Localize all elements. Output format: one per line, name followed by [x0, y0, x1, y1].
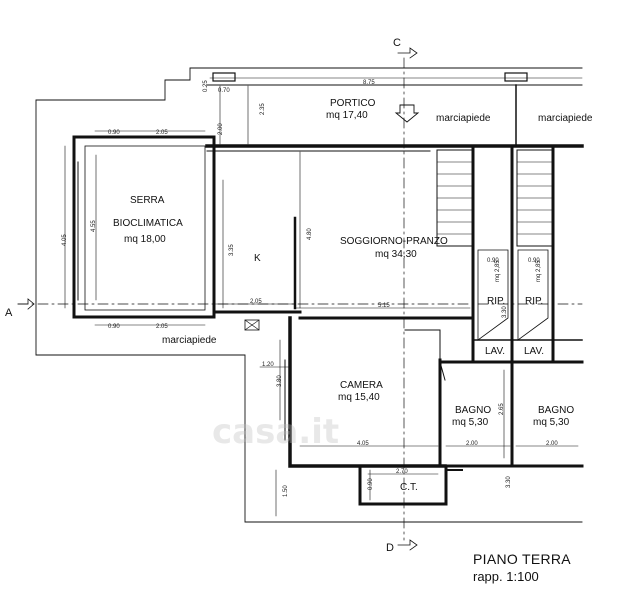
marciapiede-label-2: marciapiede — [538, 113, 593, 124]
rip-label-2: RIP. — [525, 296, 543, 307]
ct-label: C.T. — [400, 482, 418, 493]
serra-label-2: BIOCLIMATICA — [113, 218, 183, 229]
camera-label: CAMERA — [340, 380, 383, 391]
dim-0-90-rip1: 0.90 — [487, 258, 499, 264]
dim-0-90-rip2: 0.90 — [528, 258, 540, 264]
dim-0-90-ct: 0.90 — [368, 478, 374, 490]
section-c-label: C — [393, 37, 401, 49]
bagno-area-2: mq 5,30 — [533, 417, 570, 428]
lav-label-1: LAV. — [485, 346, 505, 357]
dim-3-80: 3.80 — [277, 375, 283, 387]
dim-3-30-rip2: 3.30 — [506, 476, 512, 488]
kitchen-label: K — [254, 253, 261, 264]
dim-0-90-bottom: 0.90 — [108, 324, 120, 330]
plan-scale: rapp. 1:100 — [473, 569, 539, 584]
section-d-label: D — [386, 542, 394, 554]
dim-4-55: 4.55 — [91, 220, 97, 232]
rip-2-outline — [517, 249, 549, 341]
dim-1-20: 1.20 — [262, 362, 274, 368]
dim-5-15: 5.15 — [378, 303, 390, 309]
dim-2-35: 2.35 — [260, 103, 266, 115]
bagno-area-1: mq 5,30 — [452, 417, 489, 428]
ct-annex — [358, 464, 448, 506]
site-boundary — [35, 67, 583, 523]
dim-0-90-top: 0.90 — [108, 130, 120, 136]
marciapiede-label-3: marciapiede — [162, 335, 217, 346]
dim-2-05-top: 2.05 — [156, 130, 168, 136]
plan-title: PIANO TERRA — [473, 551, 571, 567]
soggiorno-area: mq 34,30 — [375, 249, 417, 260]
kitchen-unit — [244, 319, 260, 331]
soggiorno-label: SOGGIORNO-PRANZO — [340, 236, 448, 247]
portico-area: mq 17,40 — [326, 110, 368, 121]
dim-3-30-rip1: 3.30 — [502, 306, 508, 318]
camera-area: mq 15,40 — [338, 392, 380, 403]
dim-2-05-bottom: 2.05 — [156, 324, 168, 330]
dim-2-00: 2.00 — [218, 123, 224, 135]
bagno-label-1: BAGNO — [455, 405, 491, 416]
dim-0-25: 0.25 — [203, 80, 209, 92]
portico-label: PORTICO — [330, 98, 376, 109]
dim-1-50: 1.50 — [283, 485, 289, 497]
watermark: casa.it — [212, 412, 340, 452]
marciapiede-label-1: marciapiede — [436, 113, 491, 124]
dim-2-85-rip1: mq 2,85 — [495, 260, 501, 282]
dim-2-85-rip2: mq 2,85 — [536, 260, 542, 282]
dim-3-35: 3.35 — [229, 244, 235, 256]
serra-outer-wall — [72, 135, 216, 319]
section-a-label: A — [5, 307, 13, 319]
dim-0-70: 0.70 — [218, 88, 230, 94]
rip-1-outline — [477, 249, 509, 341]
serra-inner-frame — [84, 145, 206, 311]
dim-4-80: 4.80 — [307, 228, 313, 240]
rip-label-1: RIP. — [487, 296, 505, 307]
bagno-label-2: BAGNO — [538, 405, 574, 416]
dim-2-00-bagno2: 2.00 — [546, 441, 558, 447]
entrance-arrow-icon — [394, 104, 420, 123]
serra-label-1: SERRA — [130, 195, 165, 206]
dim-4-05: 4.05 — [62, 234, 68, 246]
dim-2-05-kitchen: 2.05 — [250, 299, 262, 305]
lav-label-2: LAV. — [524, 346, 544, 357]
dim-8-75: 8.75 — [363, 80, 375, 86]
dim-2-70: 2.70 — [396, 469, 408, 475]
dim-2-65: 2.65 — [499, 403, 505, 415]
dim-2-00-bagno1: 2.00 — [466, 441, 478, 447]
dim-4-05-camera: 4.05 — [357, 441, 369, 447]
serra-area: mq 18,00 — [124, 234, 166, 245]
